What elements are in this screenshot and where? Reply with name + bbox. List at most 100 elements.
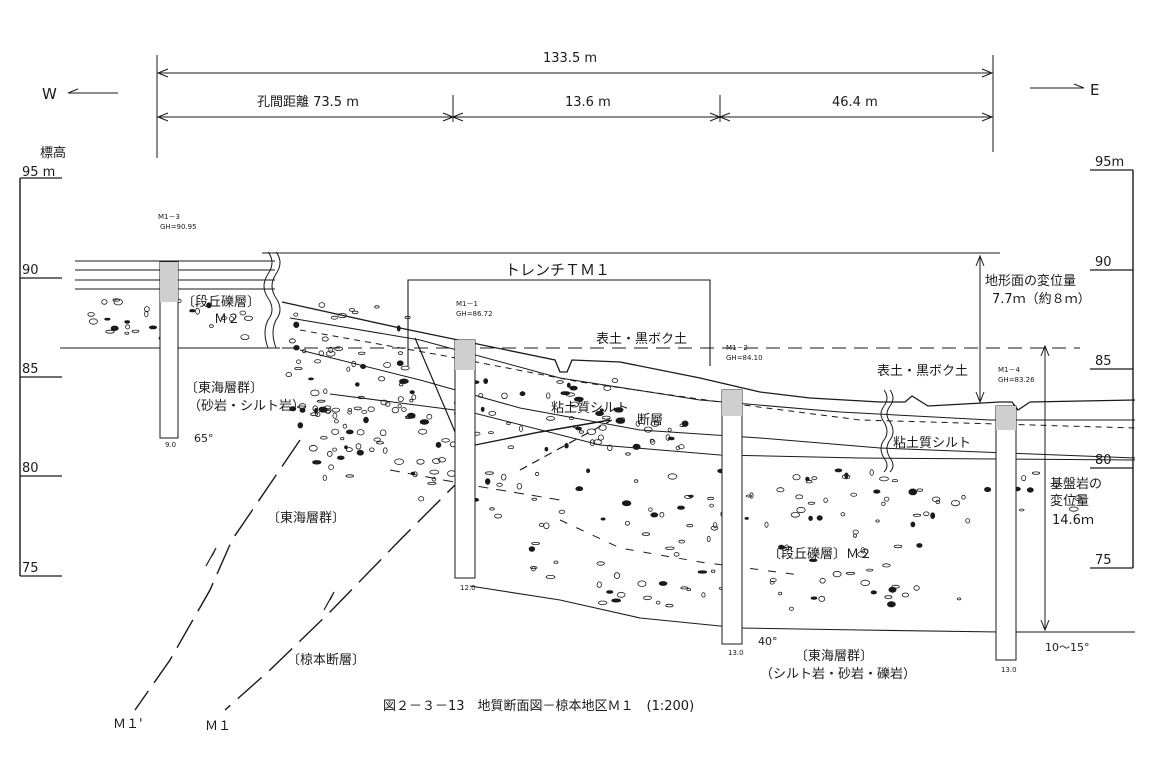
svg-text:GH=83.26: GH=83.26	[998, 376, 1035, 384]
gravel-pebble	[545, 416, 556, 421]
gravel-pebble	[598, 424, 607, 431]
gravel-pebble	[293, 312, 299, 317]
section-break-left	[263, 251, 273, 349]
gravel-pebble	[494, 513, 503, 519]
gravel-pebble	[553, 560, 559, 564]
gravel-pebble	[431, 458, 441, 464]
gravel-pebble	[841, 474, 851, 480]
figure-caption: 図２－３－13 地質断面図－椋本地区Ｍ１ (1:200)	[383, 699, 694, 714]
borehole-m1-3: M1－3 GH=90.95 9.0	[158, 213, 197, 449]
gravel-pebble	[345, 429, 354, 435]
terrain-displacement-label-2: 7.7ｍ（約８ｍ）	[992, 292, 1091, 307]
gravel-pebble	[882, 563, 891, 568]
gravel-pebble	[195, 307, 200, 315]
gravel-pebble	[873, 489, 881, 494]
gravel-pebble	[429, 469, 440, 475]
gravel-pebble	[376, 441, 385, 445]
gravel-pebble	[383, 362, 392, 368]
clay-silt-right-label: 粘土質シルト	[893, 436, 971, 451]
gravel-pebble	[818, 595, 826, 602]
gravel-pebble	[334, 346, 344, 352]
gravel-pebble	[749, 492, 754, 499]
gravel-pebble	[860, 547, 865, 554]
gravel-pebble	[616, 591, 626, 598]
gravel-pebble	[769, 580, 775, 585]
svg-text:M1－3: M1－3	[158, 213, 180, 221]
clay-silt-center-label: 粘土質シルト	[551, 401, 629, 416]
gravel-pebble	[332, 447, 337, 452]
gravel-pebble	[558, 509, 566, 514]
gravel-pebble	[810, 596, 818, 600]
gravel-pebble	[484, 471, 494, 475]
gravel-pebble	[881, 501, 886, 506]
gravel-pebble	[373, 437, 381, 442]
gravel-pebble	[913, 585, 920, 591]
gravel-pebble	[342, 423, 348, 429]
gravel-pebble	[312, 460, 322, 465]
gravel-pebble	[382, 447, 388, 454]
ground-surface	[281, 301, 1136, 411]
gravel-pebble	[285, 372, 292, 378]
gravel-pebble	[418, 428, 428, 435]
gravel-pebble	[686, 523, 694, 528]
gravel-pebble	[697, 570, 708, 574]
mukunoki-fault-label: 〔椋本断層〕	[287, 653, 365, 668]
gravel-pebble	[659, 511, 665, 518]
left-tick-95: 95 m	[22, 165, 55, 180]
gravel-pebble	[790, 511, 800, 518]
gravel-pebble	[480, 406, 485, 412]
gravel-pebble	[712, 522, 718, 529]
gravel-pebble	[144, 310, 149, 318]
trench-outline	[407, 279, 711, 366]
gravel-pebble	[545, 575, 556, 580]
gravel-pebble	[519, 391, 526, 397]
fault-main	[134, 439, 301, 711]
gravel-pebble	[299, 407, 306, 413]
gravel-pebble	[148, 325, 158, 330]
m2-label-top: Ｍ２	[214, 312, 240, 327]
gravel-pebble	[658, 581, 668, 586]
gravel-pebble	[901, 592, 910, 598]
terrain-displacement-label-1: 地形面の変位量	[985, 273, 1076, 289]
gravel-pebble	[189, 309, 196, 313]
gravel-pebble	[910, 521, 916, 528]
gravel-pebble	[1068, 506, 1079, 512]
gravel-pebble	[297, 422, 304, 429]
gravel-pebble	[125, 324, 130, 330]
gravel-pebble	[624, 520, 631, 526]
gravel-pebble	[531, 497, 538, 501]
gravel-pebble	[310, 412, 319, 417]
gravel-pebble	[412, 471, 418, 478]
gravel-pebble	[613, 572, 621, 579]
gravel-pebble	[357, 351, 366, 355]
gravel-pebble	[354, 382, 360, 387]
gravel-pebble	[396, 360, 404, 367]
gravel-pebble	[431, 476, 437, 482]
gravel-pebble	[611, 598, 622, 603]
gravel-pebble	[569, 385, 578, 391]
gravel-pebble	[325, 350, 336, 357]
gravel-pebble	[310, 389, 320, 397]
gravel-pebble	[667, 436, 675, 441]
bedrock-displacement-label-1: 基盤岩の	[1050, 477, 1102, 492]
gravel-pebble	[883, 496, 890, 502]
svg-text:GH=90.95: GH=90.95	[160, 223, 197, 231]
gravel-pebble	[665, 546, 675, 550]
gravel-pebble	[348, 308, 355, 312]
gravel-pebble	[613, 407, 624, 413]
terrace-gravel-label-top: 〔段丘礫層〕	[182, 294, 260, 310]
gravel-pebble	[573, 396, 584, 402]
gravel-pebble	[396, 325, 401, 332]
gravel-pebble	[488, 410, 497, 416]
gravel-pebble	[965, 518, 971, 524]
gravel-pebble	[206, 302, 212, 309]
gravel-pebble	[539, 522, 545, 527]
svg-text:M1－1: M1－1	[456, 300, 478, 308]
gravel-pebble	[1019, 508, 1025, 512]
gravel-pebble	[507, 445, 514, 450]
gravel-pebble	[397, 351, 404, 356]
gravel-pebble	[607, 444, 613, 451]
gravel-pebble	[778, 544, 785, 550]
gravel-pebble	[328, 464, 334, 471]
